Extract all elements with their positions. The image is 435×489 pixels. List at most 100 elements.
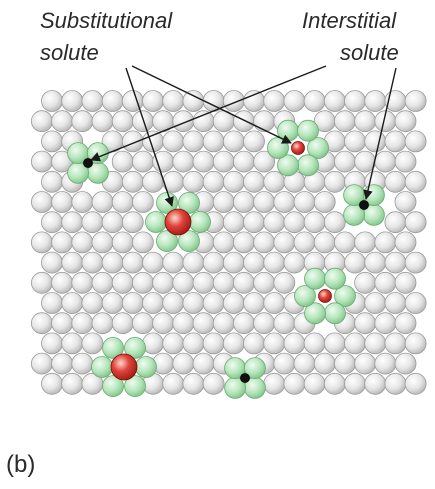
host-atom — [384, 170, 407, 193]
host-atom — [91, 231, 114, 254]
host-atom — [202, 170, 225, 193]
arrow-to-small-substitutional — [131, 65, 292, 144]
strained-neighbor-atom — [297, 119, 319, 142]
host-atom — [51, 271, 73, 294]
strained-neighbor-atom — [102, 336, 124, 359]
host-atom — [212, 271, 235, 294]
host-atom — [131, 191, 154, 213]
host-atom — [374, 312, 397, 335]
host-atom — [41, 332, 63, 355]
host-atom — [303, 90, 326, 112]
host-atom — [51, 312, 73, 335]
strained-neighbor-atom — [156, 230, 178, 253]
substitutional-label-line1: Substitutional — [40, 8, 173, 33]
host-atom — [374, 150, 397, 173]
host-atom — [172, 110, 195, 133]
interstitial-solute-atom — [359, 200, 369, 210]
host-atom — [192, 312, 215, 335]
host-atom — [384, 292, 407, 314]
host-atom — [232, 271, 255, 294]
host-atom — [354, 110, 377, 133]
host-atom — [333, 150, 356, 173]
host-atom — [61, 211, 84, 234]
panel-label: (b) — [6, 451, 35, 478]
host-atom — [344, 372, 366, 395]
host-atom — [273, 271, 296, 294]
host-atom — [243, 211, 265, 234]
host-atom — [51, 191, 73, 213]
strained-neighbor-atom — [294, 285, 316, 307]
host-atom — [384, 251, 407, 274]
host-atom — [61, 292, 84, 314]
host-atom — [182, 372, 205, 395]
host-atom — [303, 332, 326, 355]
strained-neighbor-atom — [135, 356, 157, 378]
host-atom — [273, 231, 296, 254]
strained-neighbor-atom — [277, 154, 299, 177]
host-atom — [303, 211, 326, 234]
host-atom — [293, 231, 316, 254]
host-atom — [323, 372, 346, 395]
host-atom — [313, 231, 336, 254]
host-atom — [283, 90, 306, 112]
host-atom — [243, 251, 265, 274]
host-atom — [232, 231, 255, 254]
host-atom — [131, 110, 154, 133]
host-atom — [212, 231, 235, 254]
host-atom — [344, 130, 366, 153]
host-atom — [344, 90, 366, 112]
host-atom — [354, 271, 377, 294]
host-atom — [41, 251, 63, 274]
host-atom — [71, 231, 94, 254]
host-atom — [263, 90, 286, 112]
host-atom — [121, 292, 144, 314]
host-atom — [394, 312, 417, 335]
strained-neighbor-atom — [297, 154, 319, 177]
host-atom — [121, 251, 144, 274]
strained-neighbor-atom — [307, 137, 329, 159]
host-atom — [263, 292, 286, 314]
host-atom — [31, 150, 53, 173]
host-atom — [243, 332, 265, 355]
strained-neighbor-atom — [124, 336, 146, 359]
host-atom — [61, 372, 84, 395]
host-atom — [364, 292, 387, 314]
host-atom — [364, 332, 387, 355]
host-atom — [253, 191, 276, 213]
host-atom — [293, 191, 316, 213]
host-atom — [91, 110, 114, 133]
host-atom — [404, 130, 427, 153]
host-atom — [162, 130, 185, 153]
solute-atoms — [83, 141, 369, 383]
host-atom — [142, 170, 164, 193]
host-atom — [394, 150, 417, 173]
host-atom — [142, 90, 164, 112]
strained-neighbor-atom — [145, 211, 167, 233]
host-atom — [364, 251, 387, 274]
host-atom — [404, 251, 427, 274]
host-atom — [333, 231, 356, 254]
host-atom — [172, 352, 195, 375]
host-atom — [283, 372, 306, 395]
host-atom — [162, 90, 185, 112]
host-atom — [404, 372, 427, 395]
large-substitutional-solute-atom — [164, 208, 192, 236]
host-atom — [31, 110, 53, 133]
strained-neighbor-atom — [189, 211, 211, 233]
host-atom — [51, 110, 73, 133]
host-atom — [71, 352, 94, 375]
host-atom — [61, 90, 84, 112]
host-atom — [131, 150, 154, 173]
host-atom — [333, 110, 356, 133]
host-atom — [394, 352, 417, 375]
host-atom — [192, 150, 215, 173]
host-atom — [81, 90, 104, 112]
host-atom — [404, 170, 427, 193]
host-atom — [394, 231, 417, 254]
host-atom — [131, 312, 154, 335]
host-atom — [121, 130, 144, 153]
strained-neighbor-atom — [304, 267, 326, 290]
host-atom — [71, 191, 94, 213]
host-atom — [162, 251, 185, 274]
host-atom — [212, 312, 235, 335]
